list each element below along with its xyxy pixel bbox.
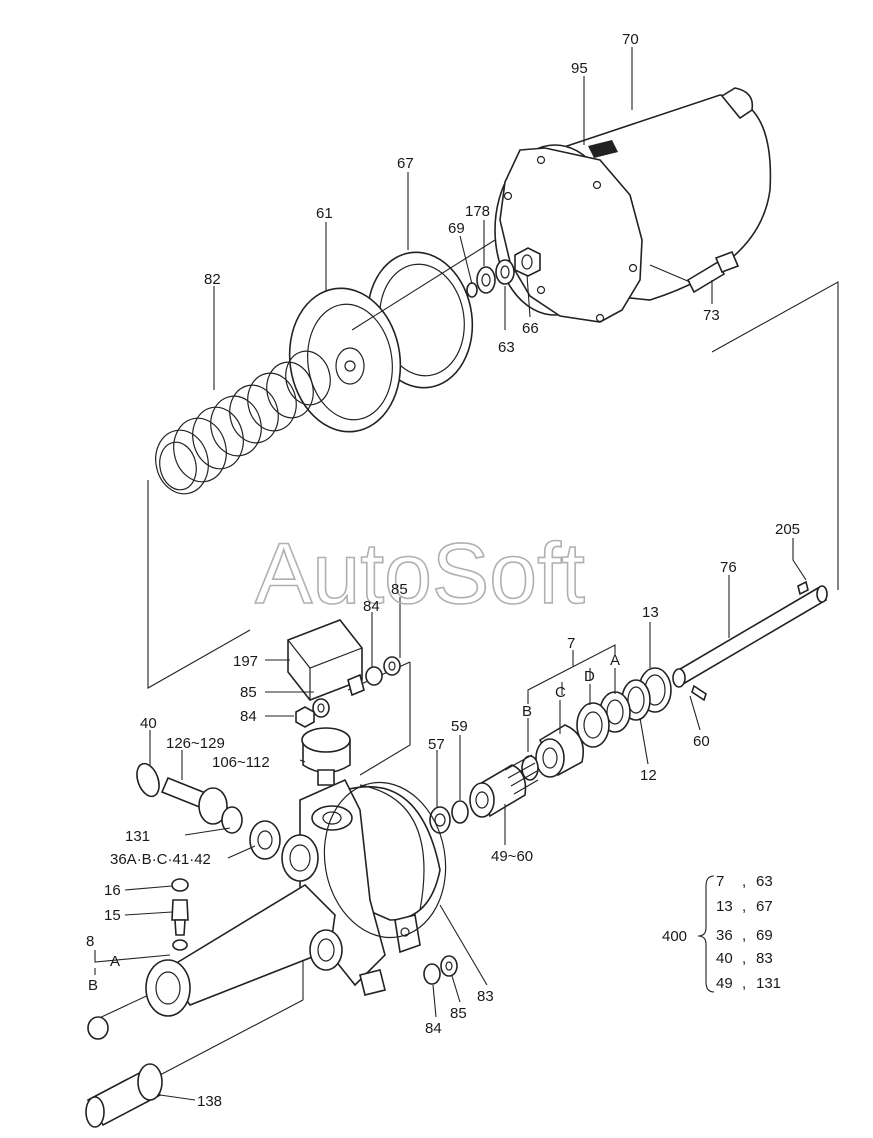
clevis-rod bbox=[85, 1063, 163, 1128]
large-o-ring bbox=[323, 781, 447, 939]
kit-400-table: 400 7 , 63 13 , 67 36 , 69 40 , 83 49 , … bbox=[662, 873, 781, 993]
dust-cap bbox=[87, 1016, 109, 1040]
label-73: 73 bbox=[703, 307, 720, 324]
kit-row-5-b: 131 bbox=[756, 975, 781, 992]
kit-row-1-sep: , bbox=[742, 873, 746, 890]
label-12: 12 bbox=[640, 767, 657, 784]
label-13: 13 bbox=[642, 604, 659, 621]
label-84-top: 84 bbox=[363, 598, 380, 615]
label-85-bottom: 85 bbox=[450, 1005, 467, 1022]
label-84-bottom: 84 bbox=[425, 1020, 442, 1037]
label-7-C: C bbox=[555, 684, 566, 701]
bleeder-screw bbox=[171, 878, 189, 951]
label-69: 69 bbox=[448, 220, 465, 237]
label-66: 66 bbox=[522, 320, 539, 337]
kit-row-5-sep: , bbox=[742, 975, 746, 992]
label-106-112: 106~112 bbox=[212, 754, 270, 771]
label-70: 70 bbox=[622, 31, 639, 48]
kit-number: 400 bbox=[662, 928, 687, 945]
label-40: 40 bbox=[140, 715, 157, 732]
booster-housing bbox=[494, 87, 772, 323]
kit-row-5-a: 49 bbox=[716, 975, 733, 992]
piston-plate bbox=[288, 287, 402, 433]
label-178: 178 bbox=[465, 203, 490, 220]
guide-lines bbox=[94, 239, 839, 1076]
label-8-B: B bbox=[88, 977, 98, 994]
kit-row-4-a: 40 bbox=[716, 950, 733, 967]
label-95: 95 bbox=[571, 60, 588, 77]
label-84-mid: 84 bbox=[240, 708, 257, 725]
kit-row-1-b: 63 bbox=[756, 873, 773, 890]
kit-row-3-a: 36 bbox=[716, 927, 733, 944]
watermark: AutoSoft bbox=[255, 526, 585, 622]
washers bbox=[466, 247, 541, 298]
label-59: 59 bbox=[451, 718, 468, 735]
label-126-129: 126~129 bbox=[166, 735, 225, 752]
label-60: 60 bbox=[693, 733, 710, 750]
push-rod bbox=[672, 580, 828, 702]
cover-cup bbox=[287, 619, 365, 701]
nuts-and-washers bbox=[295, 656, 458, 985]
kit-row-2-sep: , bbox=[742, 898, 746, 915]
kit-row-4-b: 83 bbox=[756, 950, 773, 967]
bolt bbox=[686, 250, 740, 294]
master-cylinder-body bbox=[145, 778, 441, 1017]
label-83: 83 bbox=[477, 988, 494, 1005]
label-7-B: B bbox=[522, 703, 532, 720]
valve-assembly bbox=[429, 754, 539, 834]
label-205: 205 bbox=[775, 521, 800, 538]
label-15: 15 bbox=[104, 907, 121, 924]
label-76: 76 bbox=[720, 559, 737, 576]
label-8-A: A bbox=[110, 953, 120, 970]
part-labels: 70 95 67 61 178 69 82 73 63 66 205 76 85… bbox=[86, 31, 800, 1110]
label-8: 8 bbox=[86, 933, 94, 950]
kit-row-2-b: 67 bbox=[756, 898, 773, 915]
kit-row-1-a: 7 bbox=[716, 873, 724, 890]
return-spring bbox=[155, 350, 331, 495]
kit-row-3-b: 69 bbox=[756, 927, 773, 944]
leader-lines bbox=[94, 47, 807, 1101]
label-7-D: D bbox=[584, 668, 595, 685]
label-49-60: 49~60 bbox=[491, 848, 533, 865]
fittings bbox=[136, 762, 281, 860]
label-131: 131 bbox=[125, 828, 150, 845]
kit-row-2-a: 13 bbox=[716, 898, 733, 915]
kit-row-3-sep: , bbox=[742, 927, 746, 944]
label-197: 197 bbox=[233, 653, 258, 670]
label-85-mid: 85 bbox=[240, 684, 257, 701]
label-82: 82 bbox=[204, 271, 221, 288]
label-138: 138 bbox=[197, 1093, 222, 1110]
label-67: 67 bbox=[397, 155, 414, 172]
label-85-top: 85 bbox=[391, 581, 408, 598]
label-7-A: A bbox=[610, 652, 620, 669]
label-63: 63 bbox=[498, 339, 515, 356]
label-57: 57 bbox=[428, 736, 445, 753]
label-61: 61 bbox=[316, 205, 333, 222]
label-16: 16 bbox=[104, 882, 121, 899]
reservoir-cap bbox=[301, 727, 351, 786]
kit-row-4-sep: , bbox=[742, 950, 746, 967]
label-7: 7 bbox=[567, 635, 575, 652]
seal-kit-rings bbox=[521, 691, 631, 781]
label-36: 36A·B·C·41·42 bbox=[110, 851, 211, 868]
